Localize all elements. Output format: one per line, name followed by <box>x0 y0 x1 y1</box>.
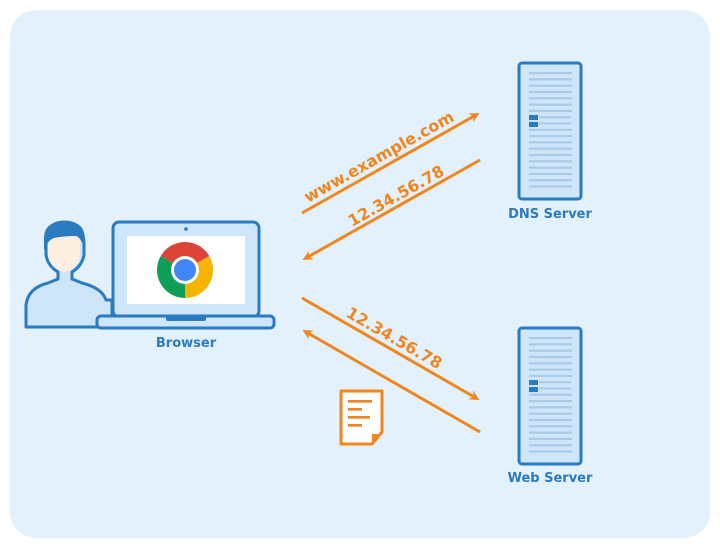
browser-label: Browser <box>156 336 217 351</box>
server-slot <box>529 349 572 352</box>
arrow-browser-to-web <box>301 296 480 400</box>
chrome-logo-icon <box>156 242 214 298</box>
server-slot <box>529 425 572 428</box>
server-slot <box>529 185 572 188</box>
server-slot <box>529 337 572 340</box>
server-slot <box>529 437 572 440</box>
web-server-icon <box>517 326 583 466</box>
server-body <box>517 61 583 201</box>
server-slot <box>529 355 572 359</box>
server-slot <box>529 450 572 453</box>
server-slot <box>529 406 572 409</box>
arrow-browser-to-dns <box>301 113 480 215</box>
server-slot <box>529 72 572 75</box>
server-body <box>517 326 583 466</box>
server-slot <box>529 84 572 87</box>
server-slot <box>529 418 572 422</box>
server-slot <box>529 90 572 94</box>
server-slot <box>529 412 572 415</box>
server-slot <box>539 122 571 125</box>
server-led <box>529 380 538 385</box>
server-slot <box>529 400 572 403</box>
arrow-dns-to-browser <box>302 158 481 260</box>
server-slot <box>529 147 572 150</box>
server-slot <box>529 444 572 447</box>
server-slot <box>529 166 572 169</box>
dns-server-label: DNS Server <box>508 207 592 222</box>
server-slot <box>529 97 572 100</box>
server-slot <box>529 128 572 131</box>
server-led <box>529 387 538 392</box>
server-slot <box>529 172 572 175</box>
arrow-web-to-browser <box>302 330 481 434</box>
server-slot <box>529 393 572 396</box>
server-led <box>529 122 538 127</box>
server-slot <box>529 160 572 163</box>
document-icon <box>339 389 384 446</box>
edge-label-domain: www.example.com <box>301 107 458 207</box>
server-slot <box>529 78 572 81</box>
dns-server-icon <box>517 61 583 201</box>
server-slot <box>529 374 572 377</box>
web-server-label: Web Server <box>508 471 593 486</box>
server-slot <box>529 343 572 346</box>
server-slot <box>529 368 572 371</box>
user-icon <box>24 220 114 329</box>
server-led <box>529 115 538 120</box>
server-slot <box>529 362 572 365</box>
server-slot <box>529 179 572 182</box>
server-slot <box>529 109 572 112</box>
server-slot <box>529 141 572 144</box>
server-slot <box>529 431 572 434</box>
server-slot <box>539 116 571 119</box>
server-slot <box>539 387 571 390</box>
server-slot <box>539 381 571 384</box>
server-slot <box>529 135 572 138</box>
server-slot <box>529 103 572 106</box>
server-slot <box>529 153 572 157</box>
